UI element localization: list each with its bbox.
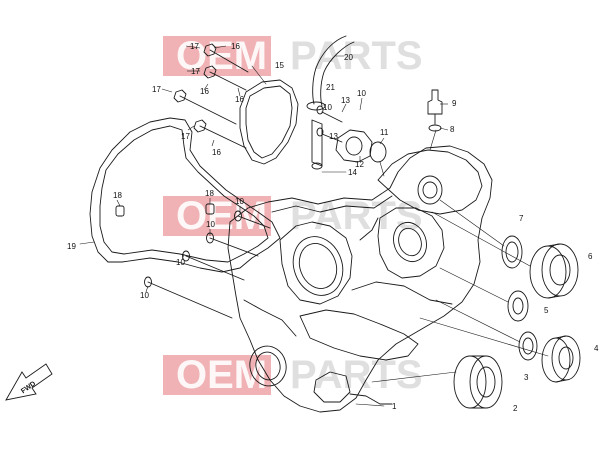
small-cover-12 [335, 129, 373, 163]
bearing-3 [518, 331, 538, 361]
watermark-oem-top: OEM [176, 34, 268, 78]
callout-10-center: 10 [206, 220, 215, 229]
bearing-6 [529, 243, 579, 299]
crankcase-flange-lower [349, 393, 393, 405]
callout-13-lower: 13 [329, 132, 338, 141]
callout-16-c: 16 [200, 87, 209, 96]
callout-16-d: 16 [212, 148, 221, 157]
callout-10-lower: 10 [176, 258, 185, 267]
lower-seal-bore-inner [255, 351, 281, 381]
callout-17-d: 17 [181, 132, 190, 141]
callout-1: 1 [392, 402, 397, 411]
callout-21: 21 [326, 83, 335, 92]
callout-13-upper: 13 [341, 96, 350, 105]
callout-10-top: 10 [357, 89, 366, 98]
o-ring-11 [369, 141, 387, 163]
lower-seal-bore [249, 345, 287, 387]
breather-pipe-end [311, 162, 323, 170]
breather-hose-20 [312, 35, 355, 107]
callout-3: 3 [524, 373, 529, 382]
crankcase-rib-a [359, 217, 379, 241]
main-bore-left-inner [298, 243, 338, 289]
crankcase-upper-rim [271, 195, 393, 213]
watermark-parts-top: PARTS [290, 34, 423, 78]
watermark-parts-bottom: PARTS [290, 353, 423, 397]
callout-16-b: 16 [235, 95, 244, 104]
callout-10-mid: 10 [235, 197, 244, 206]
gasket-inner-edge [99, 125, 269, 263]
cover-gasket-inner [245, 85, 293, 159]
callout-17-c: 17 [152, 85, 161, 94]
main-bore-right [393, 221, 427, 263]
callout-20: 20 [344, 53, 353, 62]
upper-bore [417, 175, 443, 205]
callout-12: 12 [355, 160, 364, 169]
hose-clip-21 [306, 101, 326, 111]
callout-17-a: 17 [190, 42, 199, 51]
callout-8: 8 [450, 125, 455, 134]
forward-arrow-icon: FWD [5, 363, 53, 401]
watermark-oem-mid: OEM [176, 194, 268, 238]
callout-19: 19 [67, 242, 76, 251]
watermark-block-bottom [163, 355, 271, 395]
callout-18-left: 18 [113, 191, 122, 200]
crankcase-gasket-19 [89, 117, 281, 273]
washer-8 [428, 124, 442, 132]
callout-16-a: 16 [231, 42, 240, 51]
callout-7: 7 [519, 214, 524, 223]
crankcase-rib-c [243, 299, 297, 337]
studs-16 [179, 49, 249, 149]
crankcase-web-right [377, 207, 445, 279]
callout-labels: 1 2 3 4 5 6 7 8 9 10 10 10 10 10 10 11 1… [67, 42, 599, 413]
callout-10-upper-mid: 10 [323, 103, 332, 112]
crankcase-rib-b [351, 281, 453, 305]
watermark-parts-mid: PARTS [290, 194, 423, 238]
callout-15: 15 [275, 61, 284, 70]
callout-ticks [116, 45, 449, 293]
callout-6: 6 [588, 252, 593, 261]
bearing-4 [541, 335, 581, 383]
callout-10-bottom: 10 [140, 291, 149, 300]
crankcase-interior-cavity [299, 309, 419, 361]
watermark-block-mid [163, 196, 271, 236]
callout-11: 11 [380, 128, 389, 137]
dowel-pins-18 [115, 203, 215, 217]
main-bore-right-inner [398, 227, 422, 257]
callout-9: 9 [452, 99, 457, 108]
callout-18-right: 18 [205, 189, 214, 198]
callout-17-b: 17 [191, 67, 200, 76]
sensor-9 [427, 89, 443, 115]
bearing-2 [453, 355, 503, 409]
cover-gasket-15 [239, 79, 299, 165]
upper-bore-inner [422, 181, 438, 199]
breather-pipe-14 [311, 119, 323, 167]
main-bore-left [292, 236, 344, 296]
nuts-17 [173, 43, 217, 133]
small-cover-boss [345, 136, 363, 156]
callout-2: 2 [513, 404, 518, 413]
bearing-5 [507, 290, 529, 322]
bolts-10 [144, 105, 343, 319]
callout-5: 5 [544, 306, 549, 315]
crankcase-main-body [227, 145, 493, 413]
watermark-block-top [163, 36, 271, 76]
callout-14: 14 [348, 168, 357, 177]
crankcase-lower-boss [313, 371, 351, 403]
bearing-7 [501, 235, 523, 269]
crankcase-web-left [279, 221, 353, 305]
leader-lines [79, 55, 549, 407]
callout-4: 4 [594, 344, 599, 353]
